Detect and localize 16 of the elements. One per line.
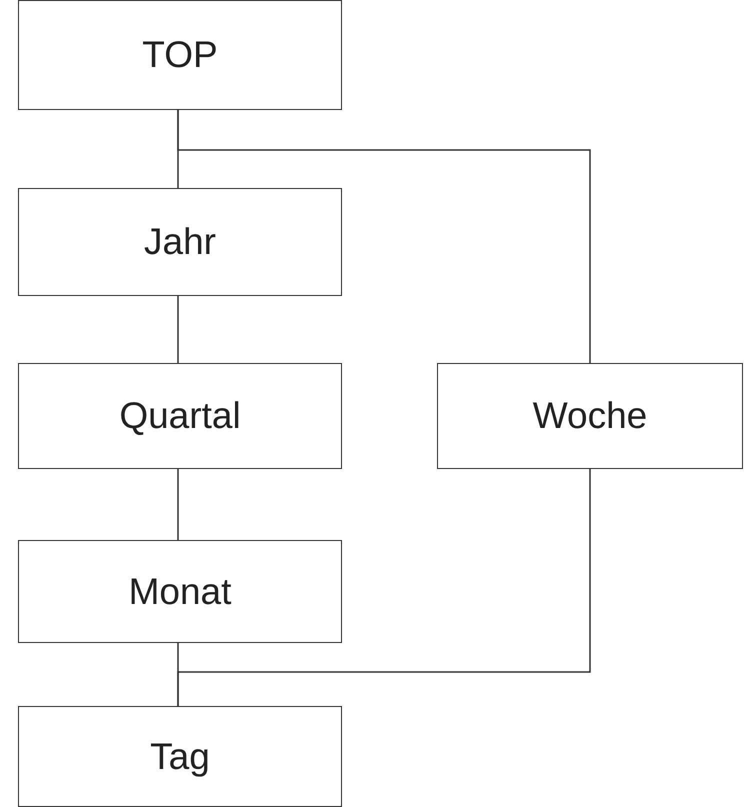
level-box: [18, 188, 342, 296]
level-label: Tag: [150, 736, 210, 778]
level-box: [18, 0, 342, 110]
level-box: [437, 363, 743, 469]
level-label: TOP: [142, 34, 218, 76]
connector-line: [177, 296, 179, 363]
connector-line: [177, 110, 591, 363]
level-box: [18, 706, 342, 807]
level-box: [18, 363, 342, 469]
level-label: Woche: [532, 395, 648, 437]
level-label: Monat: [128, 570, 232, 612]
connector-line: [177, 469, 179, 540]
level-label: Jahr: [144, 221, 216, 263]
connector-line: [177, 469, 591, 706]
level-label: Quartal: [119, 395, 241, 437]
level-box: [18, 540, 342, 643]
